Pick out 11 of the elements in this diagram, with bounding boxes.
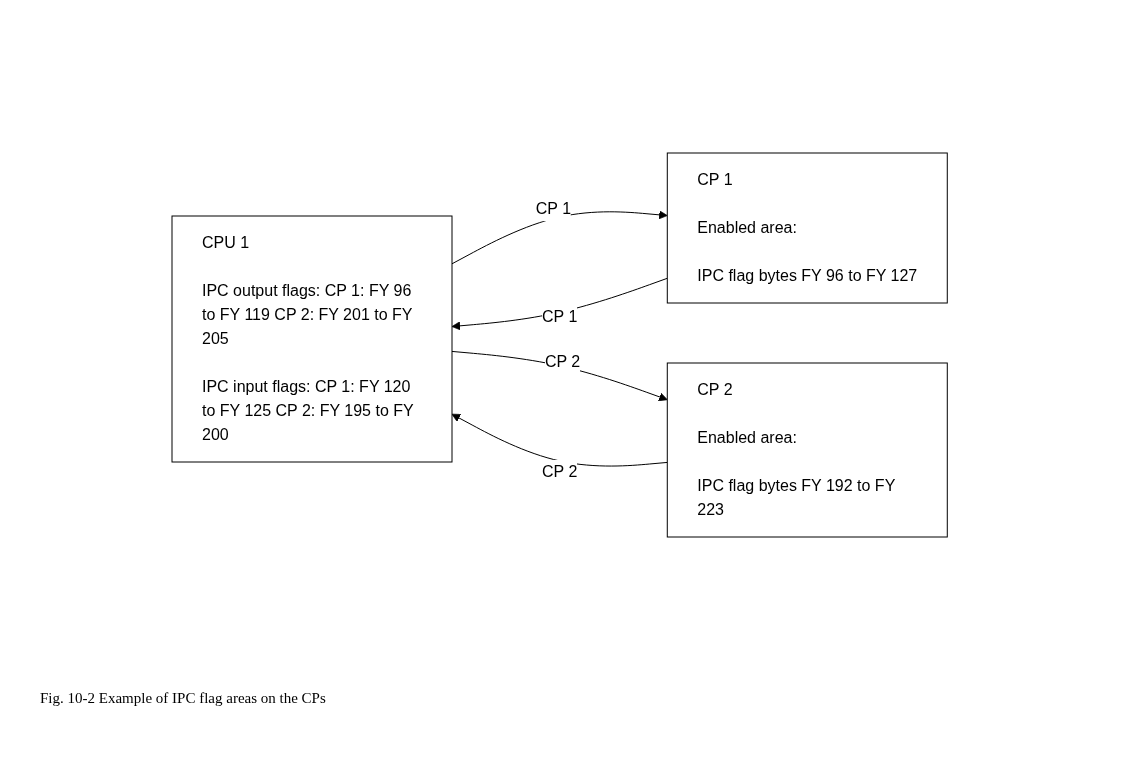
edge-label: CP 1 [536,200,572,218]
arrow [451,277,669,331]
edge-label: CP 2 [545,353,581,371]
arrow [451,350,669,402]
figure-caption: Fig. 10-2 Example of IPC flag areas on the CPs [40,690,327,707]
node-box: CP 2 Enabled area: IPC flag bytes FY 192 to FY 223 [667,362,949,538]
node-box: CPU 1 IPC output flags: CP 1: FY 96 to FY 119 CP 2: FY 201 to FY 205 IPC input flags: CP 1: FY 120 to FY 125 CP 2: FY 195 to FY 200 [171,215,453,463]
edge-label: CP 2 [542,463,578,480]
node-box: CP 1 Enabled area: IPC flag bytes FY 96 to FY 127 [667,152,949,304]
edge-label: CP 1 [542,308,578,325]
arrow [451,413,669,467]
